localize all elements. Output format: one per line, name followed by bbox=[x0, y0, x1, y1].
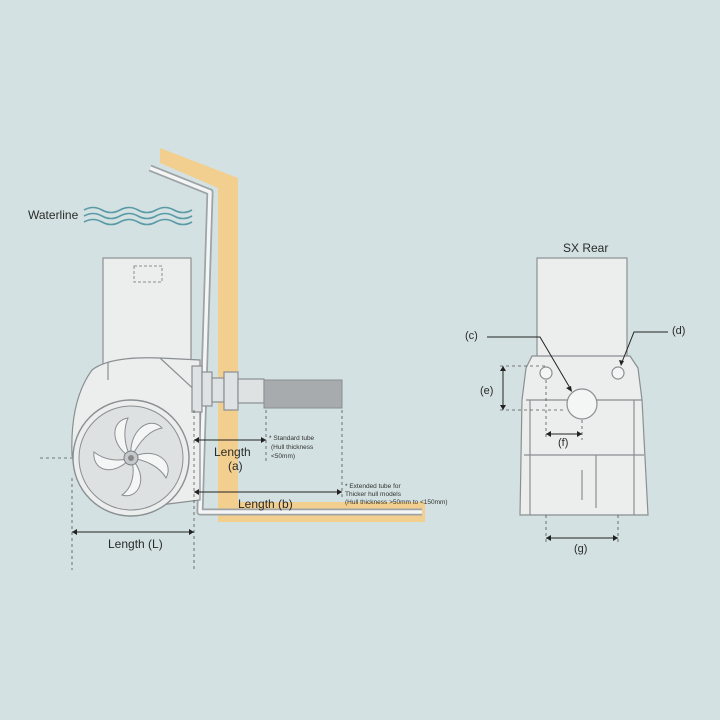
propeller-icon bbox=[72, 399, 190, 517]
sx-rear-title: SX Rear bbox=[563, 241, 608, 255]
rear-center-hole bbox=[566, 388, 598, 420]
waterline-label: Waterline bbox=[28, 208, 79, 222]
rear-thruster-body bbox=[519, 355, 649, 516]
tunnel-tube bbox=[263, 379, 343, 409]
rear-hole-right bbox=[611, 366, 625, 380]
length-a-label: Length bbox=[214, 445, 251, 459]
length-a-sub-label: (a) bbox=[228, 459, 243, 473]
label-e: (e) bbox=[480, 385, 493, 397]
standard-tube-note-1: * Standard tube bbox=[269, 435, 315, 442]
extended-tube-note-3: (Hull thickness >50mm to <150mm) bbox=[345, 499, 448, 506]
waterline-waves bbox=[83, 206, 193, 226]
rear-hole-left bbox=[539, 366, 553, 380]
hull-section bbox=[160, 148, 425, 522]
label-f: (f) bbox=[558, 437, 568, 449]
label-c: (c) bbox=[465, 330, 478, 342]
standard-tube-note-3: <50mm) bbox=[271, 453, 295, 460]
motor-housing bbox=[102, 257, 192, 371]
mounting-flange bbox=[191, 365, 265, 413]
extended-tube-note-2: Thicker hull models bbox=[345, 491, 402, 498]
label-d: (d) bbox=[672, 325, 685, 337]
length-b-label: Length (b) bbox=[238, 497, 293, 511]
motor-label-plate bbox=[133, 265, 163, 283]
length-l-label: Length (L) bbox=[108, 537, 163, 551]
label-g: (g) bbox=[574, 543, 587, 555]
rear-motor-housing bbox=[536, 257, 628, 361]
extended-tube-note-1: * Extended tube for bbox=[345, 483, 401, 490]
standard-tube-note-2: (Hull thickness bbox=[271, 444, 314, 451]
